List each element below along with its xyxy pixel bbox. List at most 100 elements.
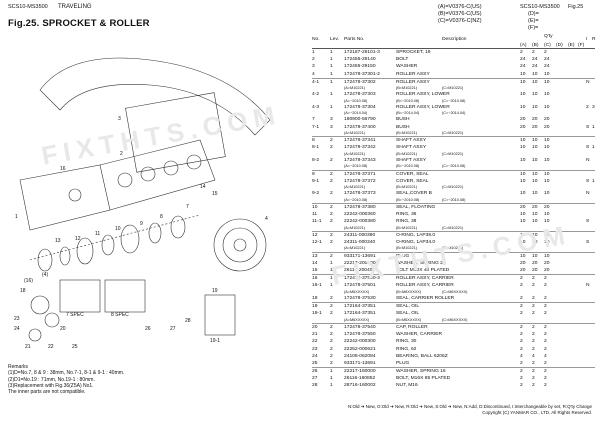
cell-lev: 2 <box>330 339 333 345</box>
cell-a: 20 <box>520 117 526 123</box>
cell-desc: WASHER <box>396 64 418 70</box>
cell-no: 22 <box>312 339 318 345</box>
serial-note: (B=M10221) <box>396 151 417 156</box>
cell-a: 2 <box>520 376 523 382</box>
cell-lev: 2 <box>330 353 333 359</box>
cell-i: S <box>586 145 590 151</box>
cell-part: 172478-37302 <box>344 79 376 85</box>
cell-lev: 1 <box>330 50 333 55</box>
cell-a: 2 <box>520 304 523 310</box>
cell-part: 172455-29150 <box>344 64 376 70</box>
cell-b: 10 <box>532 191 538 197</box>
cell-part: 180900-56790 <box>344 117 376 123</box>
cell-desc: WASHER, SPRING 16 <box>396 369 446 375</box>
cell-desc: ROLLER ASSY, LOWER <box>396 92 450 98</box>
callout-4-paren: (4) <box>42 272 48 278</box>
cell-part: 26116-160852 <box>344 376 376 382</box>
serial-note: (C=~2010.08) <box>442 98 466 103</box>
cell-no: 10 <box>312 204 318 210</box>
cell-c: 10 <box>544 232 550 238</box>
cell-a: 10 <box>520 171 526 177</box>
cell-a: 2 <box>520 311 523 317</box>
serial-note: (A=M10221) <box>344 246 365 251</box>
cell-b: 24 <box>532 57 538 63</box>
cell-c: 2 <box>544 276 547 282</box>
cell-no: 25 <box>312 360 318 366</box>
cell-desc: ROLLER ASSY <box>396 71 430 77</box>
cell-b: 2 <box>532 276 535 282</box>
serial-e: (E)= <box>528 18 539 24</box>
cell-a: 10 <box>520 240 526 246</box>
cell-c: 10 <box>544 145 550 151</box>
cell-part: 172478-37371 <box>344 171 376 177</box>
cell-desc: BOLT <box>396 57 409 63</box>
cell-desc: BOLT, M16X 85 PLATED <box>396 376 451 382</box>
cell-lev: 2 <box>330 232 333 238</box>
header-a: (A) <box>520 43 527 48</box>
serial-note: (B=M10221) <box>396 184 417 189</box>
callout-19: 19 <box>212 288 218 294</box>
cell-b: 10 <box>532 138 538 144</box>
fig-ref: Fig.25 <box>568 4 584 10</box>
cell-b: 2 <box>532 283 535 289</box>
cell-desc: RING, 30 <box>396 339 417 345</box>
serial-a: (A)=V0376-C(US) <box>438 4 482 10</box>
cell-part: 172455-29140 <box>344 57 376 63</box>
cell-desc: CAP, ROLLER <box>396 324 428 330</box>
cell-desc: SEAL, OIL <box>396 304 420 310</box>
cell-a: 20 <box>520 260 526 266</box>
callout-8: 8 <box>160 214 163 220</box>
cell-b: 2 <box>532 332 535 338</box>
serial-note: (C=~2010.08) <box>442 197 466 202</box>
cell-b: 10 <box>532 240 538 246</box>
cell-c: 2 <box>544 332 547 338</box>
cell-a: 4 <box>520 353 523 359</box>
table-row-note: (A=M6XXXXX)(B=M6XXXXX)(C=M6XXXXX) <box>312 290 595 295</box>
cell-c: 24 <box>544 64 550 70</box>
cell-c: 10 <box>544 191 550 197</box>
figure-title: Fig.25. SPROCKET & ROLLER <box>8 18 150 29</box>
serial-note: (C=M6XXXXX) <box>442 317 468 322</box>
cell-b: 20 <box>532 117 538 123</box>
serial-d: (D)= <box>528 11 539 17</box>
cell-a: 10 <box>520 145 526 151</box>
cell-a: 24 <box>520 64 526 70</box>
cell-part: 22242-000360 <box>344 212 376 218</box>
cell-part: 22252-000621 <box>344 346 376 352</box>
cell-b: 2 <box>532 369 535 375</box>
cell-desc: SEAL,COVER B <box>396 191 432 197</box>
table-row-note: (A=~2010.08)(B=~2010.08)(C=~2010.08) <box>312 164 595 169</box>
cell-no: 11 <box>312 212 318 218</box>
cell-lev: 1 <box>330 276 333 282</box>
cell-c: 2 <box>544 360 547 366</box>
serial-note: (B=M10221) <box>396 246 417 251</box>
cell-a: 10 <box>520 71 526 77</box>
serial-note: (B=M6XXXXX) <box>396 317 422 322</box>
cell-no: 20 <box>312 324 318 330</box>
cell-desc: PLUG <box>396 360 410 366</box>
cell-a: 24 <box>520 57 526 63</box>
header-description: Description <box>442 37 467 42</box>
cell-part: 172164-37351 <box>344 304 376 310</box>
cell-desc: COVER, SEAL <box>396 171 429 177</box>
cell-desc: NUT, M16 <box>396 383 418 389</box>
cell-c: 2 <box>544 339 547 345</box>
cell-no: 9 <box>312 171 315 177</box>
callout-12: 12 <box>75 236 81 242</box>
cell-c: 10 <box>544 253 550 259</box>
cell-part: 172478-37341 <box>344 138 376 144</box>
cell-lev: 1 <box>330 268 333 274</box>
callout-21: 21 <box>25 344 31 350</box>
remark-line: (1)D=No.7, 8 & 9 : 38mm, No.7-1, 8-1 & 9… <box>8 370 125 377</box>
callout-15: 15 <box>212 191 218 197</box>
section-title: TRAVELING <box>58 4 92 10</box>
cell-a: 2 <box>520 332 523 338</box>
cell-a: 10 <box>520 212 526 218</box>
